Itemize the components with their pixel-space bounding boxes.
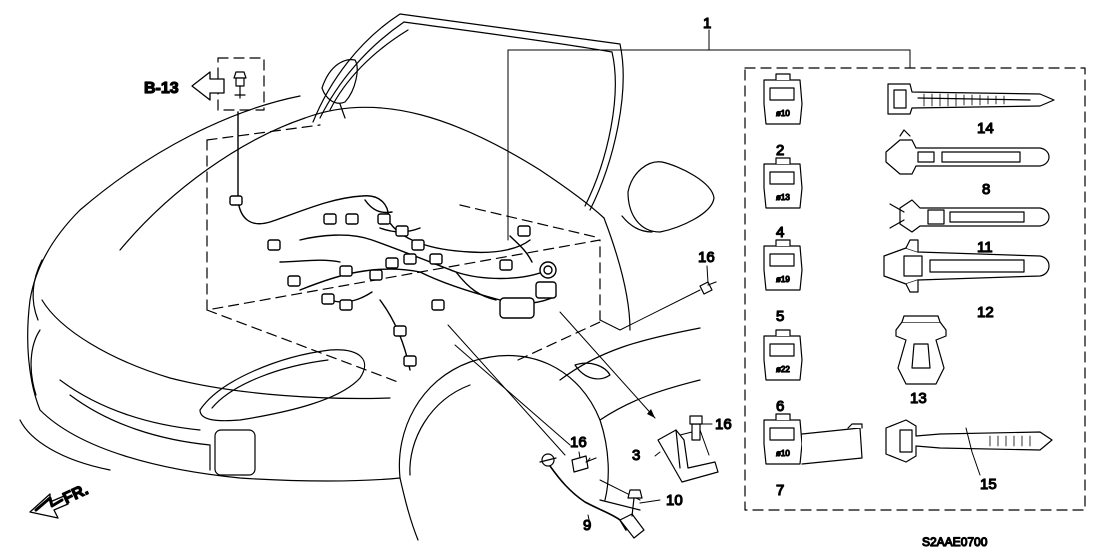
front-direction: FR. [29,481,92,519]
callout-6: 6 [776,398,784,415]
callout-14: 14 [977,120,994,137]
front-label: FR. [61,481,92,507]
car-body-illustration [19,13,715,541]
clip-4 [763,157,803,209]
clip-size-labels: ø10 ø13 ø19 ø22 ø10 [775,108,791,458]
assembly-boundaries [206,57,1086,511]
clip-size-4: ø13 [776,193,790,202]
tie-14 [887,83,1055,115]
clip-size-7: ø10 [776,449,790,458]
callout-leaders [578,265,981,525]
callout-11: 11 [977,239,993,256]
tie-8 [885,129,1050,175]
front-arrow-icon [29,493,69,519]
clip-size-2: ø10 [776,109,790,118]
callout-15: 15 [980,476,997,493]
clip-6 [763,329,803,381]
clip-size-5: ø19 [776,275,790,284]
callout-8: 8 [982,181,990,198]
callout-1: 1 [703,15,711,32]
drawing-code: S2AAE0700 [922,535,988,549]
arrowheads [647,409,655,418]
callout-2: 2 [776,142,784,159]
callout-7: 7 [776,482,784,499]
callout-numbers: 1 2 3 4 5 6 7 8 9 10 11 12 13 14 15 16 1… [569,14,997,534]
clip-12 [883,239,1050,293]
clip-2 [763,73,803,125]
bracket-3 [657,415,719,483]
callout-3: 3 [632,447,640,464]
parts-kit-box [744,67,1086,511]
callout-16-right: 16 [698,249,715,266]
bolt-16-right [699,281,717,295]
callout-12: 12 [977,304,994,321]
tie-11 [889,199,1050,233]
callout-16-bracket: 16 [715,416,732,433]
clip-5 [763,239,803,291]
leader-lines [447,29,911,501]
clip-size-6: ø22 [776,365,790,374]
callout-4: 4 [776,224,784,241]
clip-7 [763,413,863,465]
callout-5: 5 [776,308,784,325]
clip-13 [895,315,947,385]
b13-reference: B-13 [143,71,247,101]
ground-cable-9 [539,453,645,539]
reference-label: B-13 [144,80,179,97]
engine-wire-harness [229,111,557,371]
callout-16-cable: 16 [570,434,587,451]
callout-13: 13 [910,390,927,407]
callout-9: 9 [583,517,591,534]
callout-10: 10 [666,492,683,509]
hollow-arrow-icon [191,71,225,101]
harness-clips-column [763,73,863,465]
